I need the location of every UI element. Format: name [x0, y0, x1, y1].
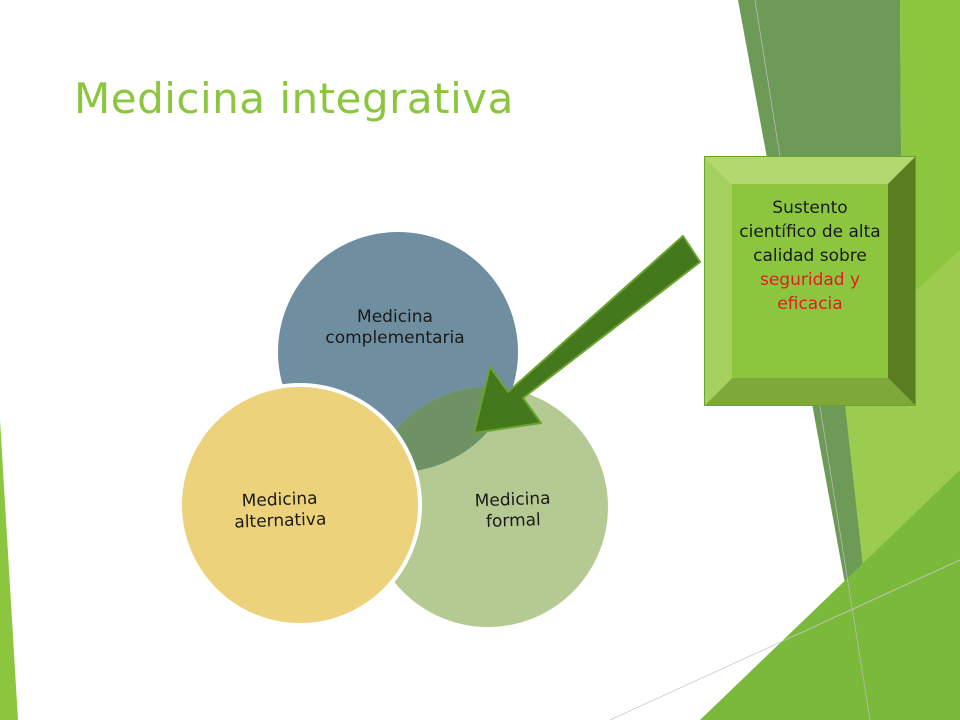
- left-edge-sliver: [0, 420, 18, 720]
- callout-text: Sustento científico de alta calidad sobr…: [736, 196, 884, 316]
- label-medicina-complementaria: Medicina complementaria: [325, 307, 465, 348]
- callout-box: [704, 156, 916, 406]
- callout-bevel-top: [704, 156, 916, 184]
- callout-bevel-right: [888, 156, 916, 406]
- callout-face: [732, 184, 888, 378]
- circle-alternativa: [178, 383, 422, 627]
- overlap-complementaria-formal: [368, 387, 518, 472]
- callout-outline: [704, 156, 916, 406]
- right-facet-bottom: [700, 470, 960, 720]
- slide-title: Medicina integrativa: [74, 74, 514, 123]
- arrow-shape: [473, 235, 701, 434]
- callout-text-main: Sustento científico de alta calidad sobr…: [739, 198, 881, 266]
- callout-text-highlight: seguridad y eficacia: [759, 270, 861, 314]
- callout-bevel-left: [704, 156, 732, 406]
- label-medicina-alternativa: Medicina alternativa: [234, 488, 327, 533]
- thin-line-2: [609, 559, 960, 720]
- label-medicina-formal: Medicina formal: [474, 488, 551, 532]
- callout-bevel-bottom: [704, 378, 916, 406]
